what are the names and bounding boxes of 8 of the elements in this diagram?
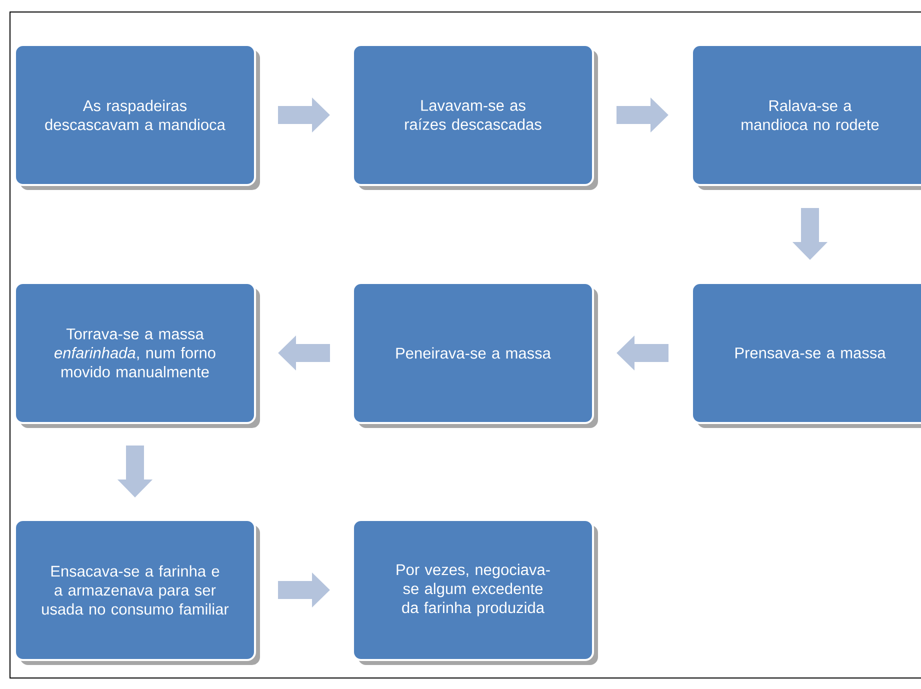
process-box: Ralava-se a mandioca no rodete xyxy=(691,44,921,190)
process-box: As raspadeiras descascavam a mandioca xyxy=(14,44,260,190)
process-box: Prensava-se a massa xyxy=(691,282,921,428)
process-box: Por vezes, negociava-se algum excedente da farinha produzida xyxy=(352,519,598,665)
process-box: Lavavam-se as raízes descascadas xyxy=(352,44,598,190)
process-box: Peneirava-se a massa xyxy=(352,282,598,428)
process-box: Torrava-se a massa enfarinhada, num forno movido manualmente xyxy=(14,282,260,428)
process-box: Ensacava-se a farinha e a armazenava para ser usada no consumo familiar xyxy=(14,519,260,665)
